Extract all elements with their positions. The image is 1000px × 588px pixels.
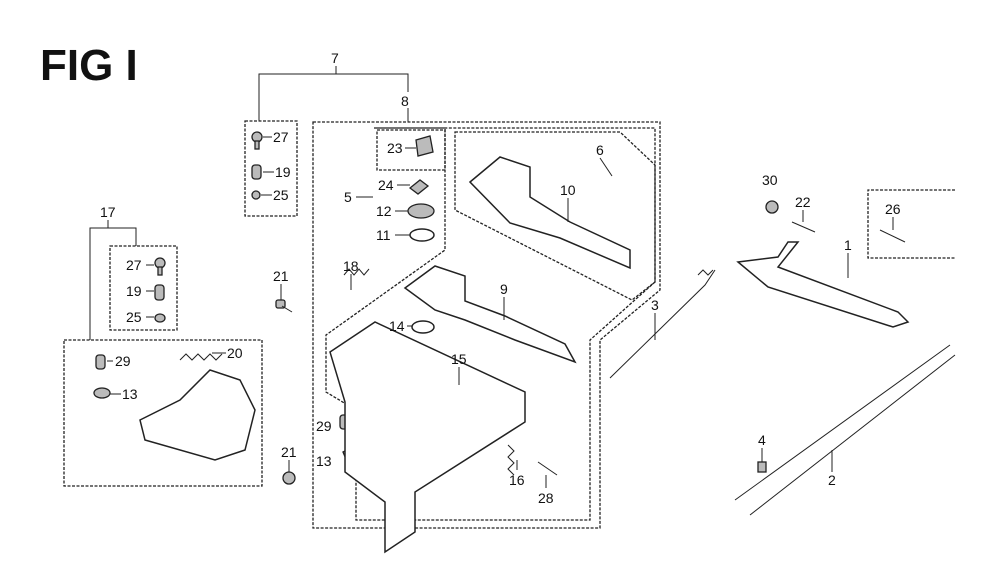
- label-24: 24: [378, 177, 394, 193]
- group-6-box: [454, 131, 656, 301]
- label-4: 4: [758, 432, 766, 448]
- group-17-bracket: [63, 220, 263, 487]
- label-21: 21: [273, 268, 289, 284]
- label-3: 3: [651, 297, 659, 313]
- label-19: 19: [275, 164, 291, 180]
- label-6: 6: [596, 142, 604, 158]
- label-14: 14: [389, 318, 405, 334]
- label-17: 17: [100, 204, 116, 220]
- label-2: 2: [828, 472, 836, 488]
- label-23: 23: [387, 140, 403, 156]
- label-10: 10: [560, 182, 576, 198]
- label-16: 16: [509, 472, 525, 488]
- label-29: 29: [115, 353, 131, 369]
- label-25: 25: [273, 187, 289, 203]
- group-7-bracket: [244, 66, 409, 217]
- label-9: 9: [500, 281, 508, 297]
- label-20: 20: [227, 345, 243, 361]
- group-5-box: [325, 127, 656, 521]
- label-19: 19: [126, 283, 142, 299]
- label-15: 15: [451, 351, 467, 367]
- callout-labels: 7 8 27 19 25 17 27 19 25 21 21 29 20 13 …: [100, 50, 901, 506]
- label-13: 13: [122, 386, 138, 402]
- label-26: 26: [885, 201, 901, 217]
- large-parts: [139, 156, 956, 554]
- label-12: 12: [376, 203, 392, 219]
- label-21: 21: [281, 444, 297, 460]
- group-23-box: [376, 129, 446, 171]
- group-8-box: [312, 121, 661, 529]
- label-1: 1: [844, 237, 852, 253]
- label-22: 22: [795, 194, 811, 210]
- label-27: 27: [273, 129, 289, 145]
- figure-title: FIG I: [40, 41, 138, 90]
- label-13: 13: [316, 453, 332, 469]
- label-29: 29: [316, 418, 332, 434]
- label-27: 27: [126, 257, 142, 273]
- leader-lines: [107, 136, 894, 488]
- label-11: 11: [376, 227, 391, 243]
- label-18: 18: [343, 258, 359, 274]
- label-30: 30: [762, 172, 778, 188]
- label-7: 7: [331, 50, 339, 66]
- group-26-box: [867, 189, 955, 259]
- label-28: 28: [538, 490, 554, 506]
- label-8: 8: [401, 93, 409, 109]
- label-5: 5: [344, 189, 352, 205]
- label-25: 25: [126, 309, 142, 325]
